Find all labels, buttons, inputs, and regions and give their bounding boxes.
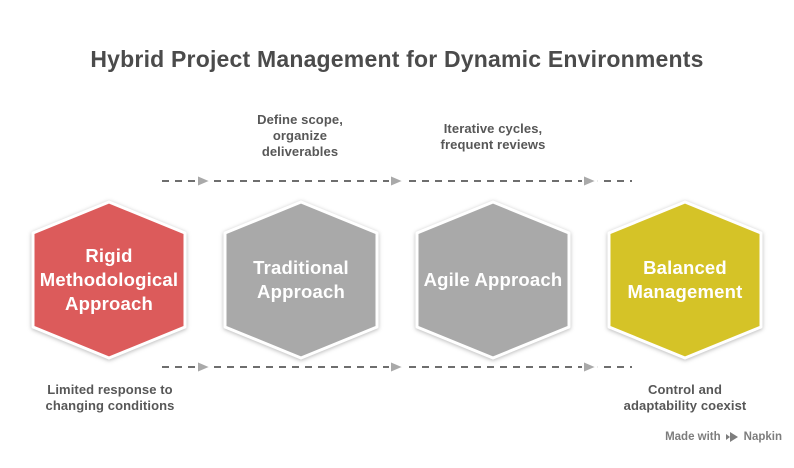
watermark-prefix-text: Made with [665, 431, 721, 443]
hexagon-label: Agile Approach [423, 269, 563, 290]
arrowhead-icon [196, 359, 214, 375]
watermark-brand-text: Napkin [743, 431, 782, 443]
arrowhead-icon [389, 173, 407, 189]
diagram-title: Hybrid Project Management for Dynamic En… [90, 46, 704, 72]
arrowhead-icon [389, 359, 407, 375]
hexagon-shape [223, 200, 379, 360]
hexagon-balanced-management: Balanced Management [607, 200, 763, 360]
hexagon-agile-approach: Agile Approach [415, 200, 571, 360]
annotation-iterative-cycles: Iterative cycles, frequent reviews [440, 121, 546, 152]
hexagon-shape [415, 200, 571, 360]
arrowhead-icon [582, 173, 600, 189]
annotation-define-scope: Define scope, organize deliverables [257, 112, 343, 159]
hexagon-rigid-methodological-approach: Rigid Methodological Approach [31, 200, 187, 360]
arrowhead-icon [582, 359, 600, 375]
hexagon-label: Traditional Approach [253, 257, 349, 302]
napkin-watermark[interactable]: Made with Napkin [665, 431, 782, 443]
hexagon-traditional-approach: Traditional Approach [223, 200, 379, 360]
hexagon-label: Balanced Management [627, 257, 743, 302]
hexagon-shape [31, 200, 187, 360]
arrowhead-icon [196, 173, 214, 189]
annotation-control-adaptability: Control and adaptability coexist [623, 382, 747, 413]
hexagon-label: Rigid Methodological Approach [39, 245, 179, 314]
napkin-logo-icon [725, 432, 738, 442]
hexagon-shape [607, 200, 763, 360]
annotation-limited-response: Limited response to changing conditions [45, 382, 175, 413]
